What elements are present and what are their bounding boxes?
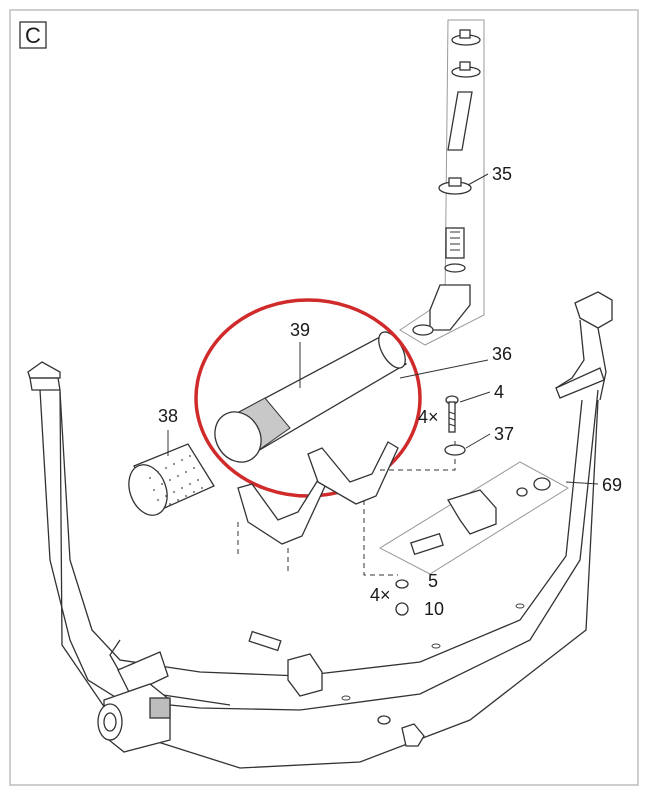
callout-4: 4 — [494, 382, 504, 402]
filter-cylinder-group: 39 — [214, 320, 408, 463]
screw-washer-group — [444, 395, 466, 456]
hole-marker-3 — [515, 603, 525, 609]
valve-outlet-bore-icon — [103, 712, 117, 732]
mounting-saddles-group — [237, 441, 399, 545]
callout-36: 36 — [492, 344, 512, 364]
washer-icon — [444, 444, 466, 456]
long-screw-icon — [410, 532, 444, 556]
callout-4x-bottom: 4× — [370, 585, 391, 605]
lower-mounting-block-icon — [287, 653, 323, 697]
valve-coupler-icon — [149, 697, 171, 719]
bracket-kit-outline — [378, 461, 569, 575]
callout-10: 10 — [424, 599, 444, 619]
callout-37-leader — [465, 433, 491, 449]
callout-35: 35 — [492, 164, 512, 184]
screw-thread-lines — [448, 411, 456, 427]
mounting-block-icon — [447, 489, 497, 535]
elbow-fitting-icon — [429, 284, 471, 331]
foam-filter-icon — [128, 464, 168, 516]
hose-clamp-top-screw-icon — [459, 29, 471, 39]
callout-36-leader — [399, 359, 489, 379]
valve-handle-icon — [117, 651, 169, 695]
hole-marker-1 — [341, 695, 351, 701]
tank-outline — [27, 291, 613, 769]
hose-tube-icon — [447, 91, 473, 151]
hole-marker-2 — [431, 643, 441, 649]
lower-screw-icon — [248, 630, 282, 652]
small-washer-icon — [516, 487, 528, 497]
filter-end-cap-icon — [214, 411, 262, 463]
panel-letter: C — [25, 23, 41, 48]
cap-nut-icon — [533, 477, 551, 491]
oring-icon — [444, 263, 466, 273]
callout-35-leader — [467, 173, 489, 186]
callout-5: 5 — [428, 571, 438, 591]
nut-washer-group — [395, 579, 409, 616]
hose-clamp-lower-screw-icon — [448, 177, 462, 187]
callout-69-leader — [565, 481, 599, 485]
bracket-kit-group: 69 — [378, 461, 622, 575]
callout-4-leader — [459, 391, 491, 403]
foam-filter-group: 38 — [128, 406, 215, 516]
lower-hardware-group — [248, 630, 425, 747]
nut-icon — [395, 602, 409, 616]
saddle-right-icon — [307, 441, 399, 505]
callout-38: 38 — [158, 406, 178, 426]
lower-washer-icon — [377, 715, 391, 725]
mounting-dash-lines — [237, 440, 456, 576]
callout-69: 69 — [602, 475, 622, 495]
callout-37: 37 — [494, 424, 514, 444]
drain-valve-group — [97, 651, 171, 753]
panel-letter-box — [19, 21, 47, 49]
hose-clamp-second-screw-icon — [459, 61, 471, 71]
hose-assembly-group: 35 — [399, 19, 512, 346]
elbow-oring-icon — [412, 324, 434, 336]
callout-39: 39 — [290, 320, 310, 340]
callout-4x-top: 4× — [418, 407, 439, 427]
outer-frame — [9, 9, 639, 786]
lock-washer-icon — [395, 579, 409, 589]
lower-cap-nut-icon — [401, 723, 425, 747]
screw-shank-icon — [448, 401, 456, 433]
saddle-left-icon — [237, 479, 327, 545]
